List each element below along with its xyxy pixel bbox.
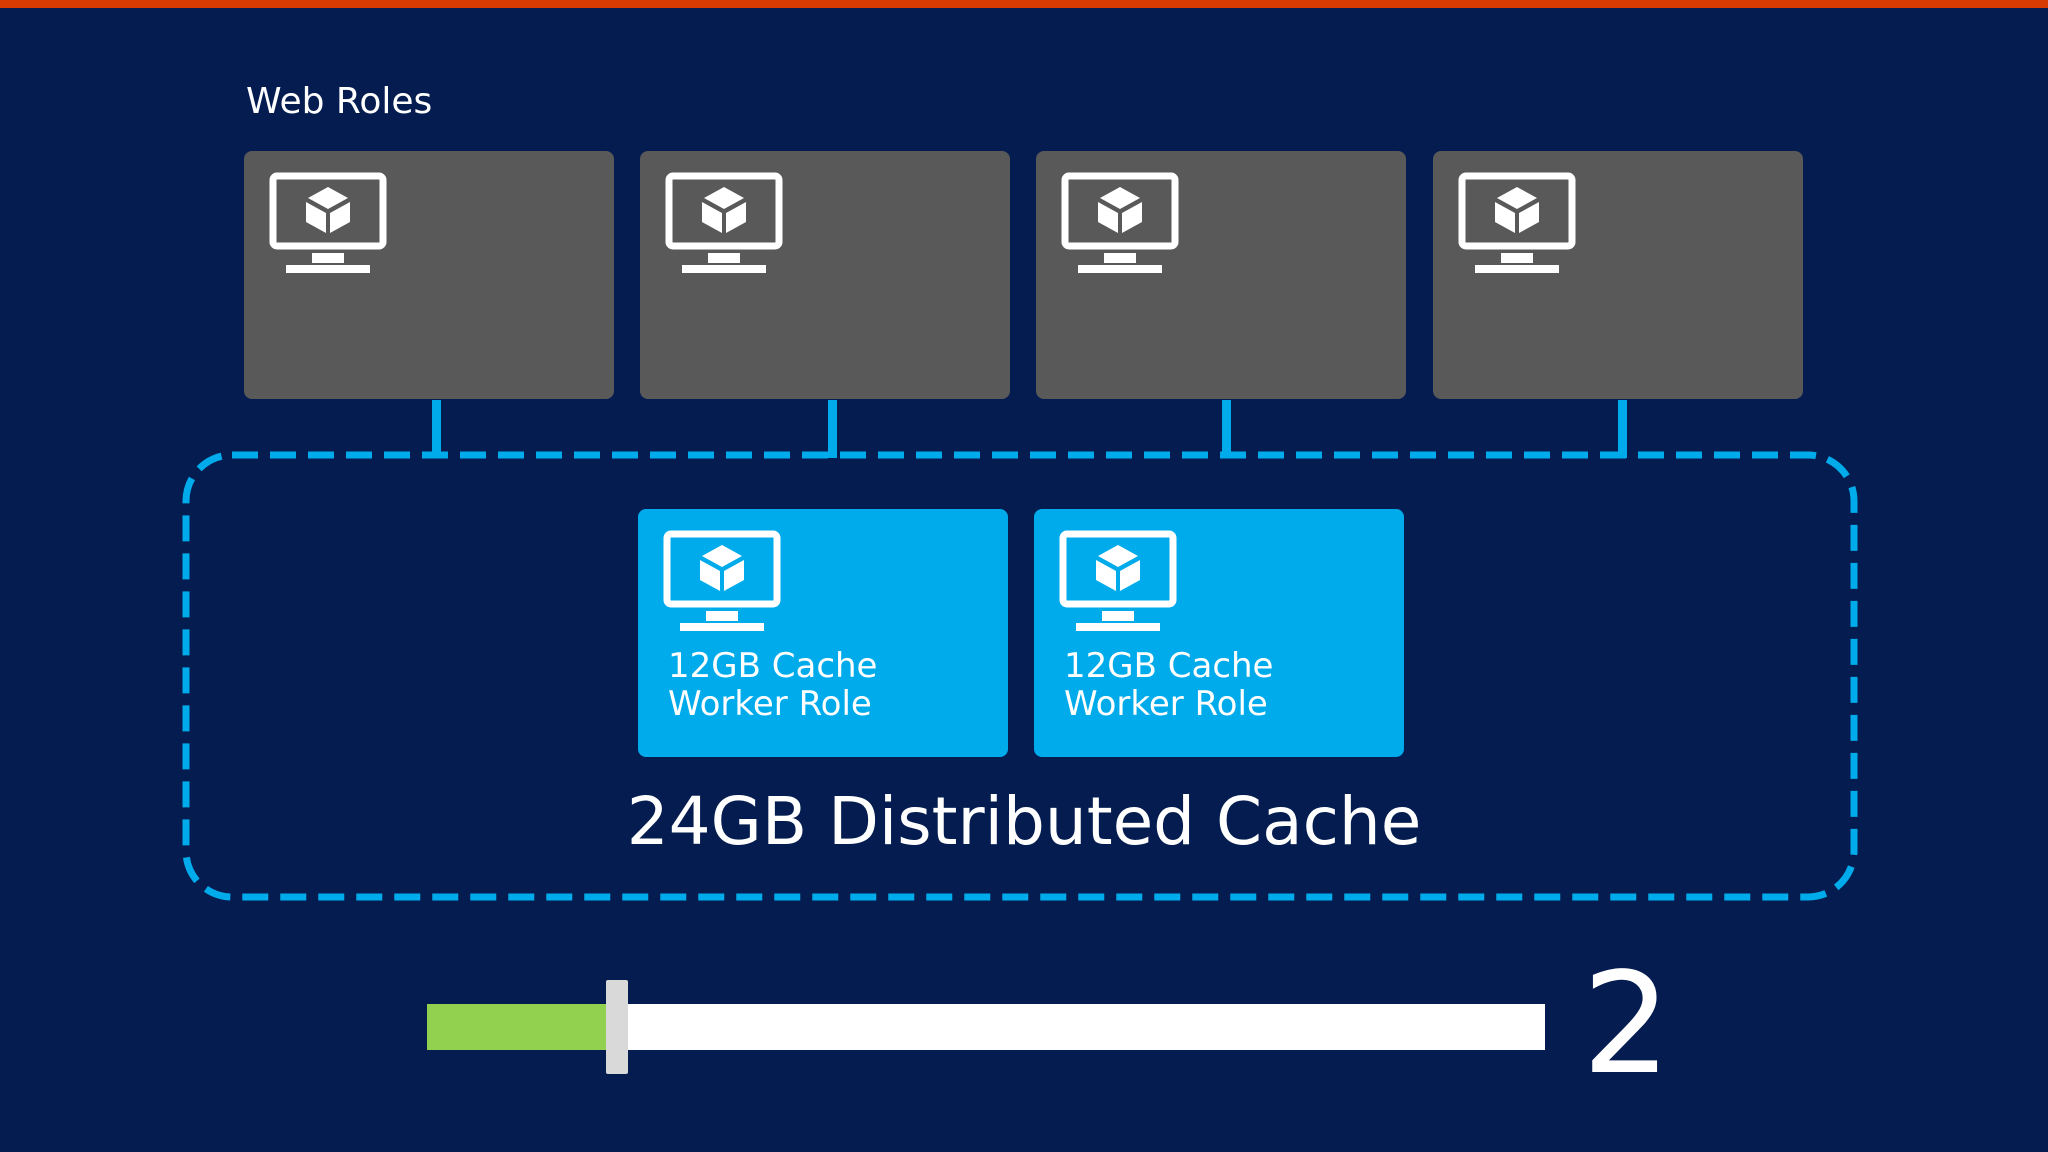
instance-count-value: 2 [1582, 943, 1672, 1106]
web-role-tile [1036, 151, 1406, 399]
worker-role-label: 12GB Cache Worker Role [1064, 646, 1274, 724]
instance-count-slider[interactable] [427, 980, 1545, 1074]
web-role-tile [640, 151, 1010, 399]
web-role-tile [244, 151, 614, 399]
distributed-cache-title: 24GB Distributed Cache [626, 783, 1422, 860]
accent-bar [0, 0, 2048, 8]
cache-worker-role-tile: 12GB Cache Worker Role [638, 509, 1008, 757]
worker-role-label: 12GB Cache Worker Role [668, 646, 878, 724]
monitor-cube-icon [1059, 530, 1177, 631]
slider-fill [427, 1004, 617, 1050]
monitor-cube-icon [1458, 172, 1576, 273]
monitor-cube-icon [1061, 172, 1179, 273]
monitor-cube-icon [665, 172, 783, 273]
monitor-cube-icon [269, 172, 387, 273]
connector-line [1222, 400, 1231, 458]
connector-line [1618, 400, 1627, 458]
connector-line [432, 400, 441, 458]
slider-handle[interactable] [606, 980, 628, 1074]
cache-worker-role-tile: 12GB Cache Worker Role [1034, 509, 1404, 757]
web-roles-heading: Web Roles [246, 81, 433, 122]
connector-line [828, 400, 837, 458]
monitor-cube-icon [663, 530, 781, 631]
web-role-tile [1433, 151, 1803, 399]
